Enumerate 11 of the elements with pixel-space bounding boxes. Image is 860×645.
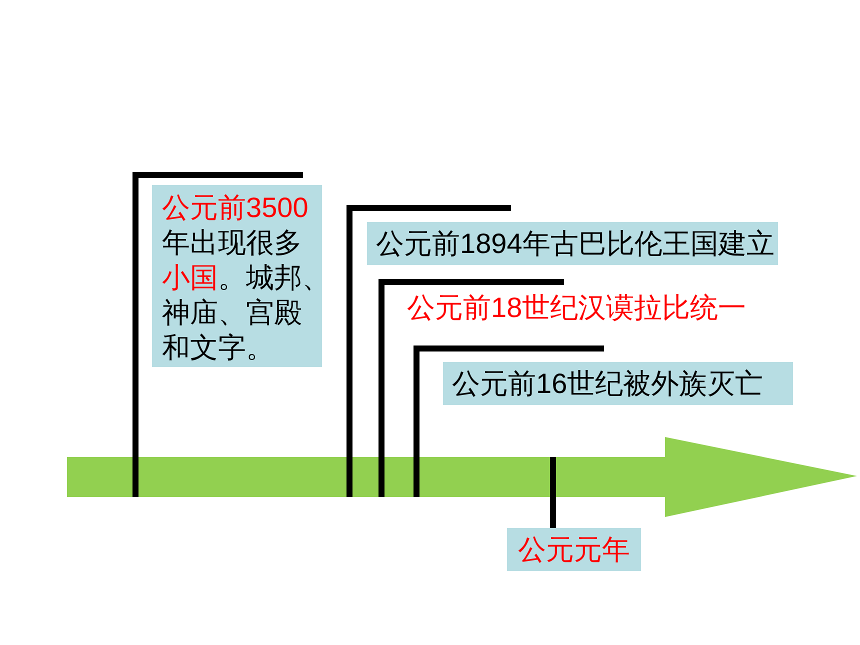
event-note: 公元前16世纪被外族灭亡 — [443, 362, 793, 405]
leader-line — [550, 457, 556, 528]
event-text: 公元前18世纪汉谟拉比统一 — [407, 288, 746, 328]
event-note: 公元前1894年古巴比伦王国建立 — [367, 222, 778, 265]
event-note: 公元前3500年出现很多小国。城邦、神庙、宫殿和文字。 — [152, 185, 322, 367]
leader-line — [378, 279, 564, 497]
timeline-arrow — [67, 437, 857, 517]
leader-line — [132, 172, 303, 497]
leader-line — [414, 346, 604, 497]
leader-line — [346, 205, 511, 497]
year-note: 公元元年 — [507, 528, 641, 571]
